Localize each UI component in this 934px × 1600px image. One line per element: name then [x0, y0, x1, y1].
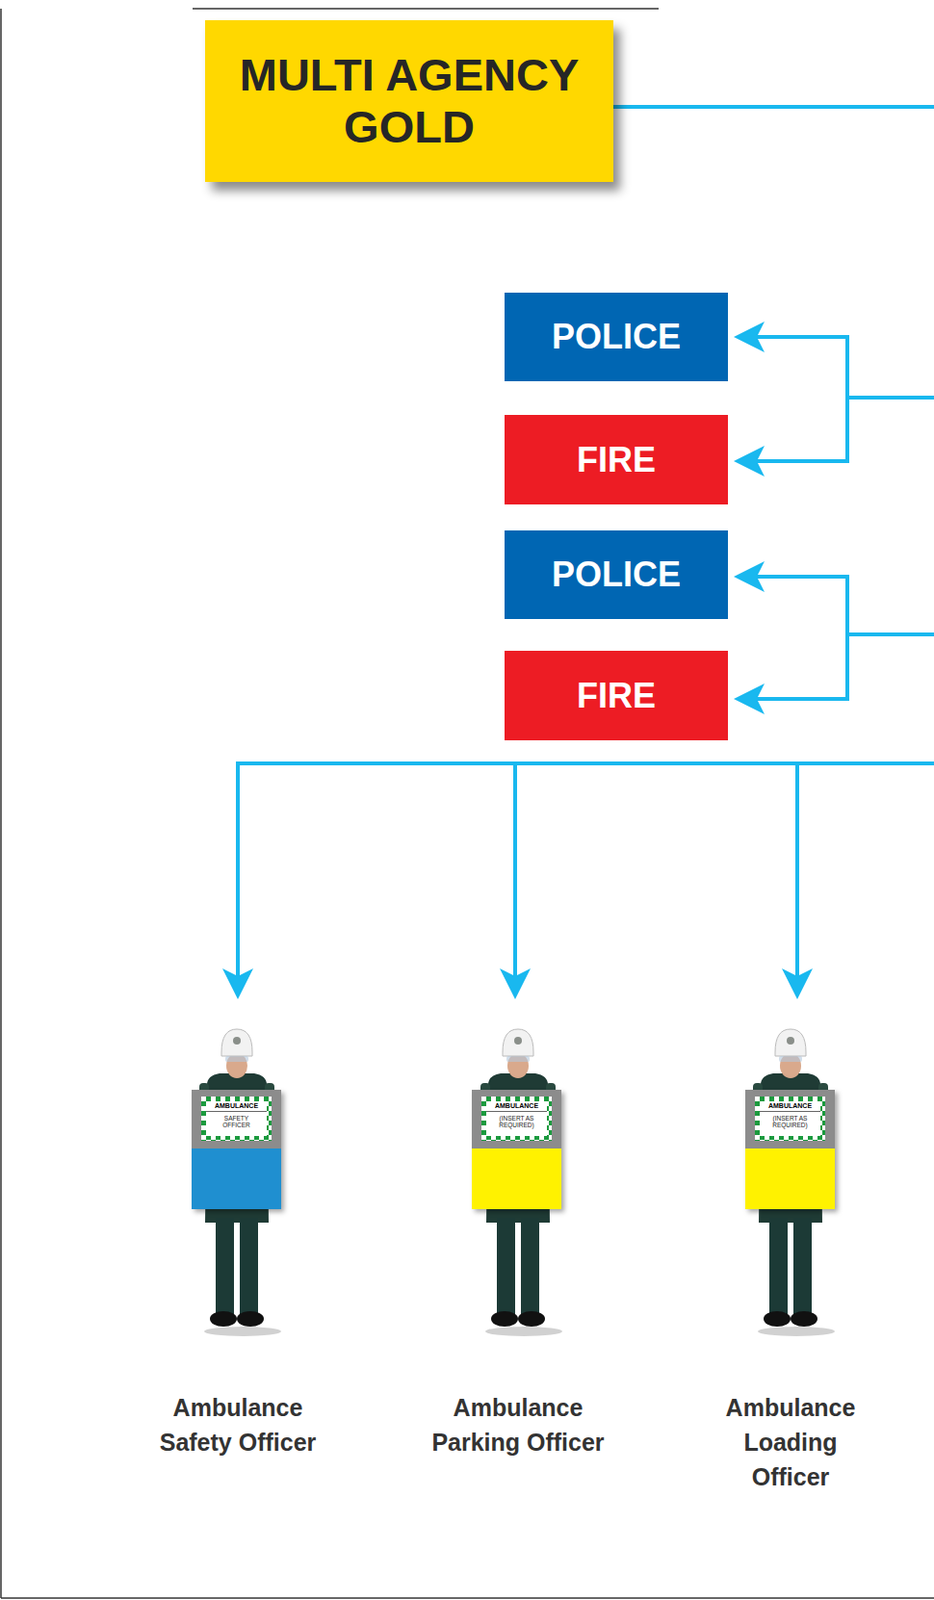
- page-border: [0, 8, 934, 1599]
- connector-lines: [237, 106, 934, 996]
- tabard-panel: AMBULANCE (INSERT AS REQUIRED): [759, 1101, 821, 1137]
- tabard-heading: AMBULANCE: [486, 1101, 547, 1113]
- fire-box: FIRE: [504, 650, 728, 741]
- gold-command-box: MULTI AGENCY GOLD: [205, 20, 614, 182]
- tabard-panel: AMBULANCE (INSERT AS REQUIRED): [486, 1101, 547, 1137]
- police-box: POLICE: [504, 530, 728, 620]
- officer-caption: Ambulance Parking Officer: [431, 1390, 605, 1460]
- box-label: FIRE: [576, 440, 656, 481]
- checker-panel: AMBULANCE SAFETY OFFICER: [201, 1096, 272, 1142]
- box-label: FIRE: [576, 675, 656, 717]
- box-label: POLICE: [551, 316, 681, 358]
- officer-tabard: AMBULANCE SAFETY OFFICER: [191, 1089, 282, 1210]
- officer-tabard: AMBULANCE (INSERT AS REQUIRED): [745, 1089, 835, 1210]
- box-label: MULTI AGENCY GOLD: [221, 49, 597, 154]
- officer-caption: Ambulance Loading Officer: [703, 1390, 878, 1495]
- checker-panel: AMBULANCE (INSERT AS REQUIRED): [481, 1096, 552, 1142]
- officer-tabard: AMBULANCE (INSERT AS REQUIRED): [471, 1089, 562, 1210]
- tabard-role: SAFETY OFFICER: [217, 1115, 257, 1129]
- fire-box: FIRE: [504, 415, 728, 505]
- officer-caption: Ambulance Safety Officer: [151, 1390, 325, 1460]
- police-box: POLICE: [504, 292, 728, 382]
- tabard-panel: AMBULANCE SAFETY OFFICER: [206, 1101, 267, 1137]
- checker-panel: AMBULANCE (INSERT AS REQUIRED): [754, 1096, 826, 1142]
- tabard-role: (INSERT AS REQUIRED): [497, 1115, 537, 1129]
- tabard-heading: AMBULANCE: [206, 1101, 267, 1113]
- tabard-role: (INSERT AS REQUIRED): [771, 1115, 810, 1129]
- box-label: POLICE: [551, 554, 681, 596]
- tabard-heading: AMBULANCE: [759, 1101, 821, 1113]
